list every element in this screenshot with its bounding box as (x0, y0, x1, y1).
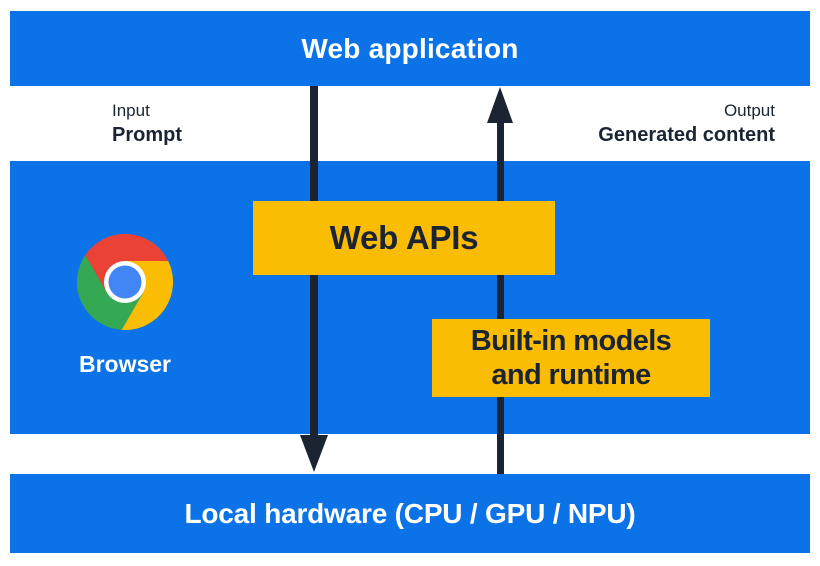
web-application-layer: Web application (10, 11, 810, 86)
local-hardware-label: Local hardware (CPU / GPU / NPU) (184, 497, 636, 529)
output-value-generated-content: Generated content (598, 124, 775, 146)
builtin-models-box: Built-in models and runtime (432, 319, 710, 397)
prompt-flow-arrowhead-down (300, 435, 328, 472)
chrome-logo-icon (77, 234, 173, 330)
local-hardware-layer: Local hardware (CPU / GPU / NPU) (10, 474, 810, 553)
chrome-logo-yellow-segment (121, 261, 173, 330)
input-value-prompt: Prompt (112, 124, 182, 146)
web-apis-label: Web APIs (329, 219, 479, 256)
output-label-group: Output Generated content (598, 99, 775, 148)
web-apis-box: Web APIs (253, 201, 555, 275)
browser-label: Browser (78, 351, 172, 377)
generated-content-flow-arrowhead-up (487, 87, 513, 123)
generated-content-flow-line-up (497, 122, 504, 474)
builtin-models-label-line2: and runtime (491, 359, 651, 391)
web-application-label: Web application (301, 32, 519, 64)
chrome-logo-center (108, 265, 142, 299)
output-title: Output (723, 101, 775, 120)
input-label-group: Input Prompt (112, 99, 182, 148)
builtin-models-label-line1: Built-in models (470, 325, 672, 357)
input-title: Input (112, 101, 150, 120)
